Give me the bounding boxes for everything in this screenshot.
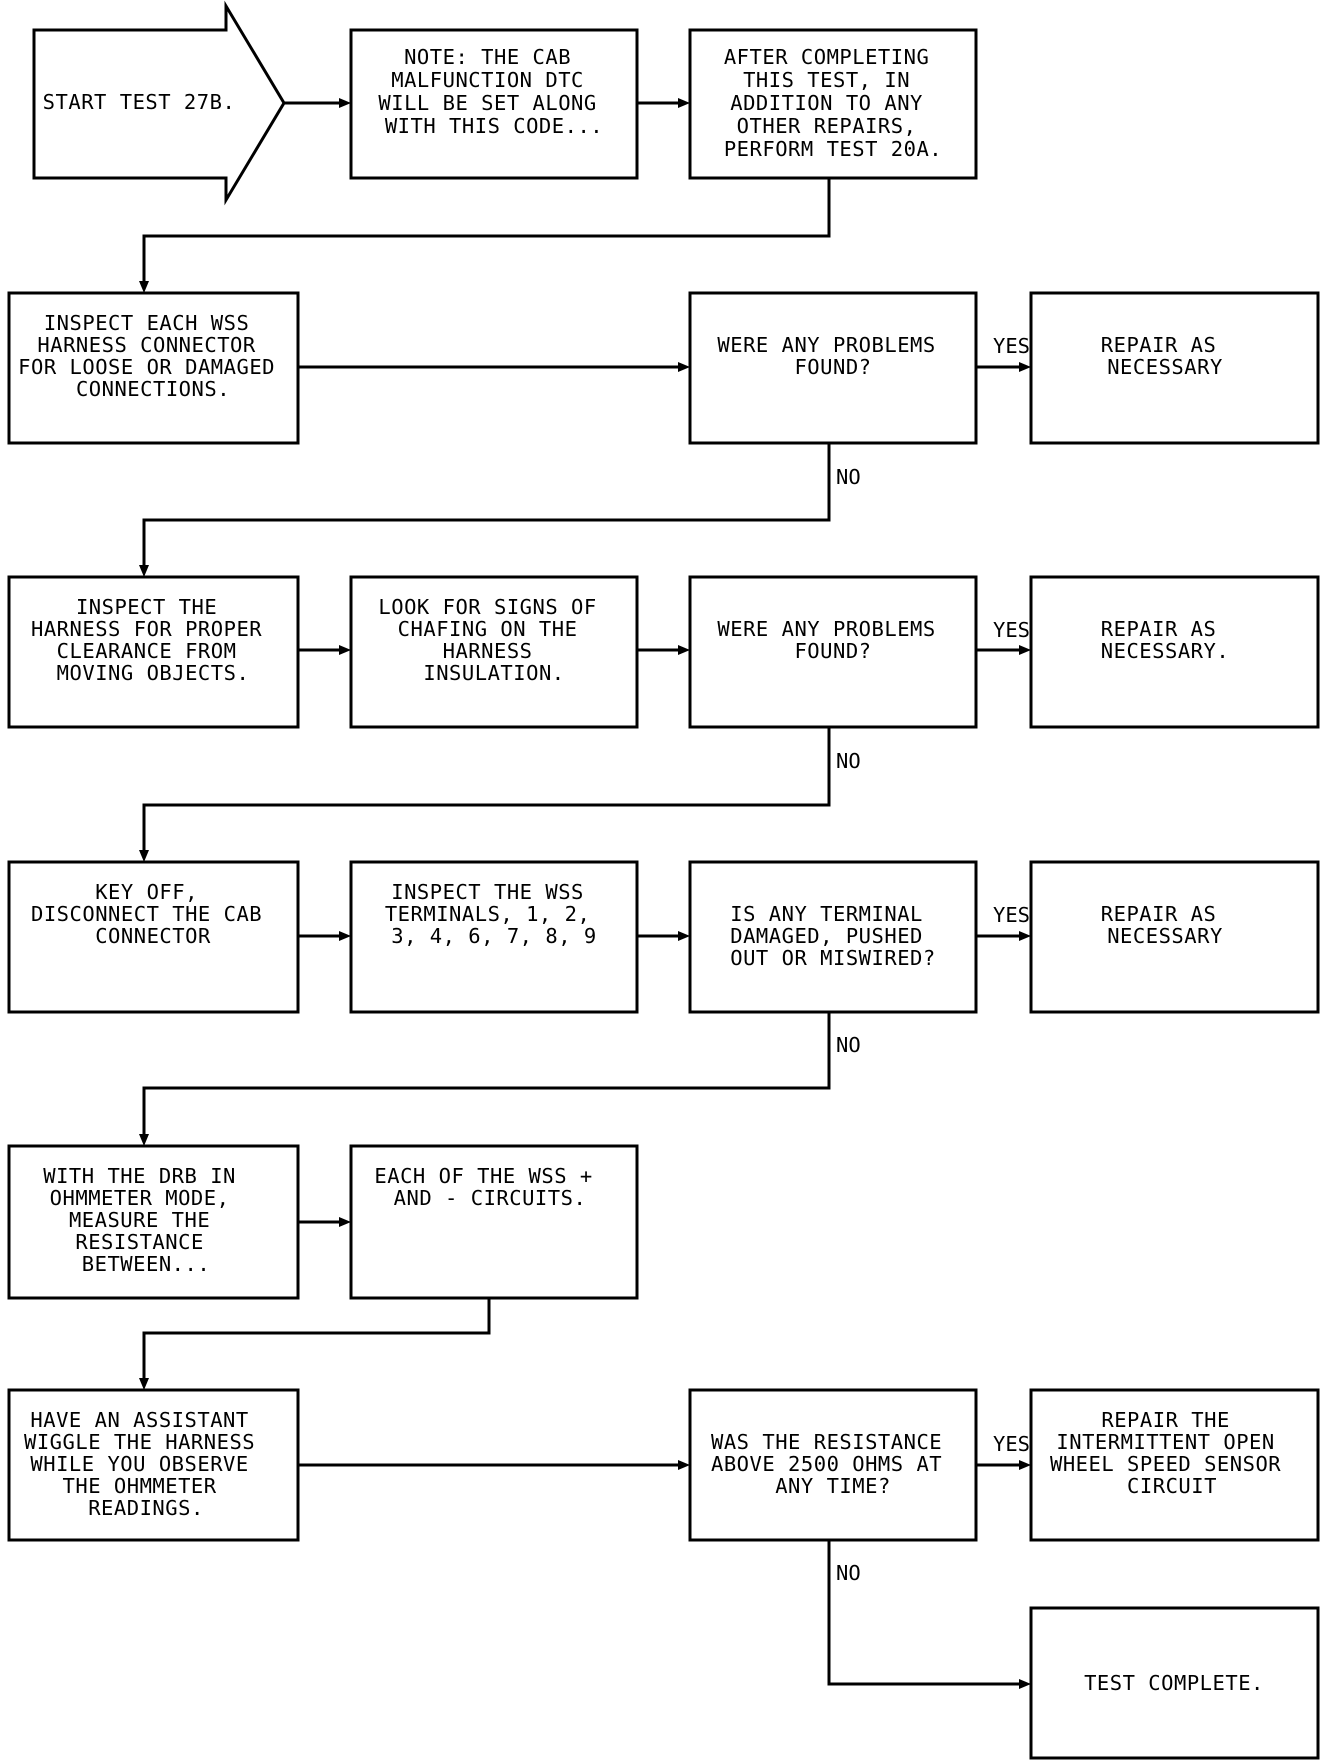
complete-box <box>1029 1606 1320 1760</box>
yes-label-4: YES <box>993 1432 1030 1456</box>
terminals-text: INSPECT THE WSS TERMINALS, 1, 2, 3, 4, 6… <box>385 880 603 948</box>
after-text: AFTER COMPLETING THIS TEST, IN ADDITION … <box>724 45 942 161</box>
problems1-text: WERE ANY PROBLEMS FOUND? <box>717 333 948 379</box>
terminal-damaged-box <box>688 860 978 1014</box>
no-label-3: NO <box>836 1033 861 1057</box>
complete-text: TEST COMPLETE. <box>1084 1671 1264 1695</box>
key-off-box <box>7 860 300 1014</box>
yes-label-1: YES <box>993 334 1030 358</box>
resistance-box <box>688 1388 978 1542</box>
no-label-1: NO <box>836 465 861 489</box>
repair2-box <box>1029 575 1320 729</box>
yes-label-2: YES <box>993 618 1030 642</box>
chafing-box <box>349 575 639 729</box>
after-box <box>688 28 978 180</box>
terminal-damaged-text: IS ANY TERMINAL DAMAGED, PUSHED OUT OR M… <box>730 902 935 970</box>
yes-label-3: YES <box>993 903 1030 927</box>
repair2-text: REPAIR AS NECESSARY. <box>1101 617 1229 663</box>
key-off-text: KEY OFF, DISCONNECT THE CAB CONNECTOR <box>31 880 275 948</box>
repair-open-box <box>1029 1388 1320 1542</box>
inspect-clearance-text: INSPECT THE HARNESS FOR PROPER CLEARANCE… <box>31 595 275 685</box>
ohmmeter-box <box>7 1144 300 1300</box>
wiggle-box <box>7 1388 300 1542</box>
ohmmeter-text: WITH THE DRB IN OHMMETER MODE, MEASURE T… <box>43 1164 248 1276</box>
repair3-box <box>1029 860 1320 1014</box>
start-label: START TEST 27B. <box>43 90 236 114</box>
repair1-text: REPAIR AS NECESSARY <box>1101 333 1229 379</box>
problems2-text: WERE ANY PROBLEMS FOUND? <box>717 617 948 663</box>
resistance-text: WAS THE RESISTANCE ABOVE 2500 OHMS AT AN… <box>711 1430 955 1498</box>
note-text: NOTE: THE CAB MALFUNCTION DTC WILL BE SE… <box>378 45 609 138</box>
wiggle-text: HAVE AN ASSISTANT WIGGLE THE HARNESS WHI… <box>24 1408 268 1520</box>
inspect-clearance-box <box>7 575 300 729</box>
problems1-box <box>688 291 978 445</box>
repair-open-text: REPAIR THE INTERMITTENT OPEN WHEEL SPEED… <box>1050 1408 1294 1498</box>
repair3-text: REPAIR AS NECESSARY <box>1101 902 1229 948</box>
no-label-4: NO <box>836 1561 861 1585</box>
chafing-text: LOOK FOR SIGNS OF CHAFING ON THE HARNESS… <box>378 595 609 685</box>
no-label-2: NO <box>836 749 861 773</box>
inspect-connector-box <box>7 291 300 445</box>
start-arrow-shape <box>32 0 286 206</box>
circuits-box <box>349 1144 639 1300</box>
problems2-box <box>688 575 978 729</box>
connectors <box>139 98 1031 1689</box>
repair1-box <box>1029 291 1320 445</box>
circuits-text: EACH OF THE WSS + AND - CIRCUITS. <box>374 1164 605 1210</box>
note-box <box>349 28 639 180</box>
inspect-connector-text: INSPECT EACH WSS HARNESS CONNECTOR FOR L… <box>18 311 288 401</box>
